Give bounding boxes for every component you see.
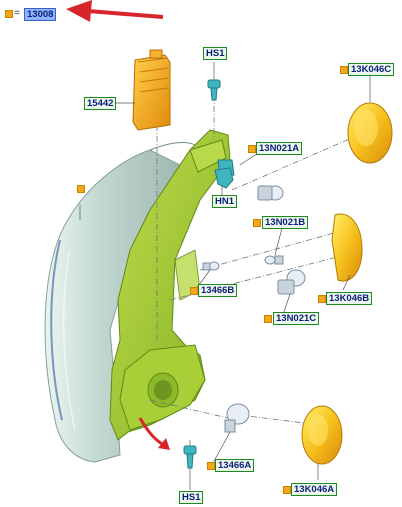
callout-marker bbox=[283, 486, 291, 494]
part-number-13008[interactable]: 13008 bbox=[24, 8, 57, 21]
callout-hs1-bottom[interactable]: HS1 bbox=[179, 491, 204, 504]
callout-13k046b[interactable]: 13K046B bbox=[326, 292, 373, 305]
cap-13k046a bbox=[301, 405, 343, 465]
callout-marker bbox=[77, 185, 85, 193]
screw-hs1-top bbox=[207, 79, 221, 101]
clip-hn1 bbox=[214, 167, 234, 189]
cap-13k046c bbox=[347, 102, 393, 164]
callout-15442[interactable]: 15442 bbox=[84, 97, 117, 110]
callout-13466b[interactable]: 13466B bbox=[198, 284, 238, 297]
bulb-13n021a bbox=[257, 185, 284, 201]
callout-hn1[interactable]: HN1 bbox=[212, 195, 238, 208]
callout-marker bbox=[207, 462, 215, 470]
bulb-13466b bbox=[202, 261, 220, 271]
callout-13k046c[interactable]: 13K046C bbox=[348, 63, 395, 76]
callout-marker bbox=[5, 10, 13, 18]
red-rotation-arrow bbox=[138, 417, 170, 450]
callout-13k046a[interactable]: 13K046A bbox=[291, 483, 338, 496]
bulb-13n021c bbox=[277, 269, 306, 295]
bulb-13n021b bbox=[264, 255, 284, 265]
callout-marker bbox=[264, 315, 272, 323]
callout-marker bbox=[190, 287, 198, 295]
callout-hs1-top[interactable]: HS1 bbox=[203, 47, 228, 60]
red-pointer-arrow bbox=[66, 0, 164, 22]
equals-sign: = bbox=[14, 8, 20, 19]
callout-marker bbox=[318, 295, 326, 303]
callout-marker bbox=[340, 66, 348, 74]
screw-hs1-bottom bbox=[183, 445, 197, 469]
cap-13k046b bbox=[331, 213, 363, 282]
callout-marker bbox=[248, 145, 256, 153]
callout-marker bbox=[253, 219, 261, 227]
callout-13466a[interactable]: 13466A bbox=[215, 459, 255, 472]
callout-leaders bbox=[79, 62, 371, 490]
control-module-15442 bbox=[132, 49, 171, 131]
bulb-13466a bbox=[224, 403, 250, 433]
callout-13n021c[interactable]: 13N021C bbox=[273, 312, 320, 325]
callout-13n021b[interactable]: 13N021B bbox=[262, 216, 309, 229]
callout-13n021a-top[interactable]: 13N021A bbox=[256, 142, 303, 155]
